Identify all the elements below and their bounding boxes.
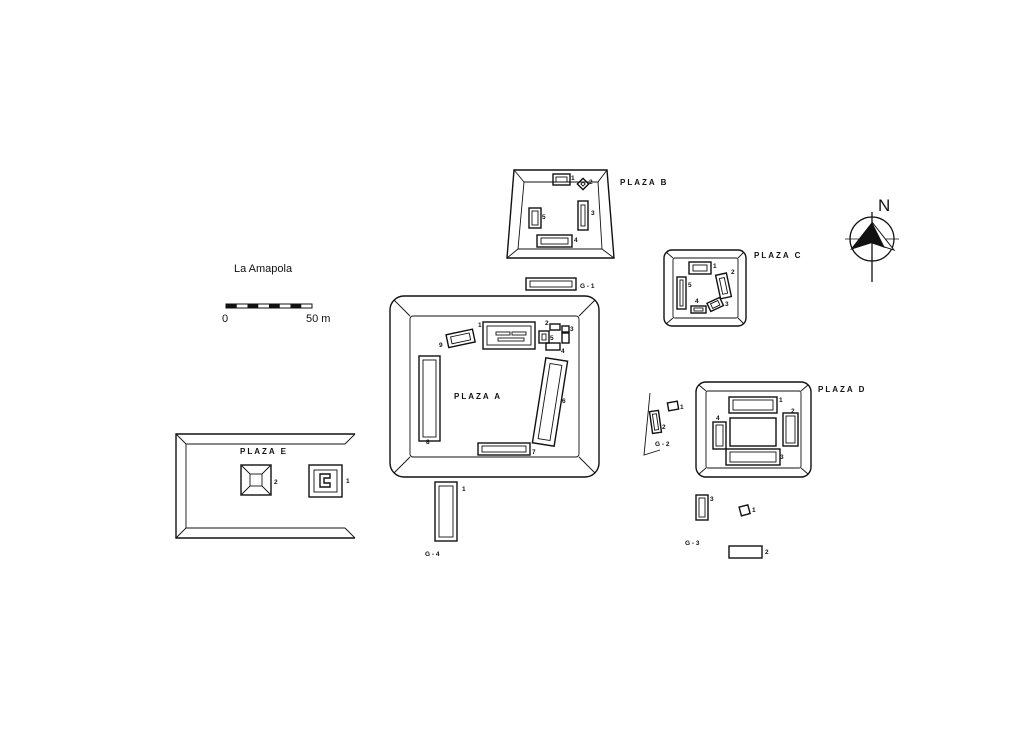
plaza-e-label: PLAZA E: [240, 447, 288, 456]
plaza-d-structure-1: 1: [779, 397, 783, 404]
plaza-b-structure-2: 2: [589, 179, 593, 186]
plaza-c-structure-5: 5: [688, 282, 692, 289]
plaza-a-structure-4: 4: [561, 348, 565, 355]
plaza-a: PLAZA A 1 2 3 4 5 6 7 8 9: [389, 295, 600, 478]
plaza-a-structure-1: 1: [478, 322, 482, 329]
plaza-a-structure-9: 9: [439, 342, 443, 349]
group-g2-structure-1: 1: [680, 404, 684, 411]
plaza-d-structure-3: 3: [780, 454, 784, 461]
plaza-e-structure-2: 2: [274, 479, 278, 486]
group-g1-label: G - 1: [580, 283, 595, 290]
plaza-c-structure-3: 3: [725, 301, 729, 308]
plaza-e-structure-1: 1: [346, 478, 350, 485]
plaza-b-structure-5: 5: [542, 214, 546, 221]
group-g3: 1 2 3 G - 3: [685, 494, 769, 559]
plaza-b-structure-1: 1: [571, 175, 575, 182]
group-g2: 1 2 G - 2: [643, 392, 684, 456]
group-g3-structure-2: 2: [765, 549, 769, 556]
plaza-b-label: PLAZA B: [620, 178, 668, 187]
plaza-c: PLAZA C 1 2 3 4 5: [663, 249, 802, 327]
north-arrow: N: [845, 196, 899, 282]
group-g2-structure-2: 2: [662, 424, 666, 431]
plaza-a-structure-2: 2: [545, 320, 549, 327]
group-g3-structure-1: 1: [752, 507, 756, 514]
group-g4: 1 G - 4: [425, 481, 466, 558]
plaza-d-structure-2: 2: [791, 408, 795, 415]
site-title: La Amapola: [234, 263, 293, 275]
plaza-c-structure-1: 1: [713, 263, 717, 270]
plaza-d: PLAZA D 1 2 3 4: [695, 381, 866, 478]
scale-start-label: 0: [222, 313, 228, 325]
plaza-d-structure-4: 4: [716, 415, 720, 422]
plaza-c-structure-2: 2: [731, 269, 735, 276]
plaza-c-label: PLAZA C: [754, 251, 802, 260]
group-g3-label: G - 3: [685, 540, 700, 547]
plaza-b: PLAZA B 1 2 3 4 5: [506, 169, 668, 259]
group-g2-label: G - 2: [655, 441, 670, 448]
group-g4-structure-1: 1: [462, 486, 466, 493]
plaza-b-structure-4: 4: [574, 237, 578, 244]
plaza-a-structure-7: 7: [532, 449, 536, 456]
plaza-a-structure-5: 5: [550, 335, 554, 342]
plaza-a-structure-6: 6: [562, 398, 566, 405]
plaza-e: PLAZA E 1 2: [175, 433, 356, 539]
scale-bar: 0 50 m: [222, 303, 330, 325]
group-g4-label: G - 4: [425, 551, 440, 558]
scale-end-label: 50 m: [306, 313, 330, 325]
plaza-a-structure-8: 8: [426, 439, 430, 446]
plaza-d-label: PLAZA D: [818, 385, 866, 394]
group-g1: G - 1: [525, 277, 595, 291]
group-g3-structure-3: 3: [710, 496, 714, 503]
north-label: N: [878, 196, 890, 215]
plaza-c-structure-4: 4: [695, 298, 699, 305]
plaza-b-structure-3: 3: [591, 210, 595, 217]
plaza-a-structure-3: 3: [570, 326, 574, 333]
plaza-a-label: PLAZA A: [454, 392, 502, 401]
